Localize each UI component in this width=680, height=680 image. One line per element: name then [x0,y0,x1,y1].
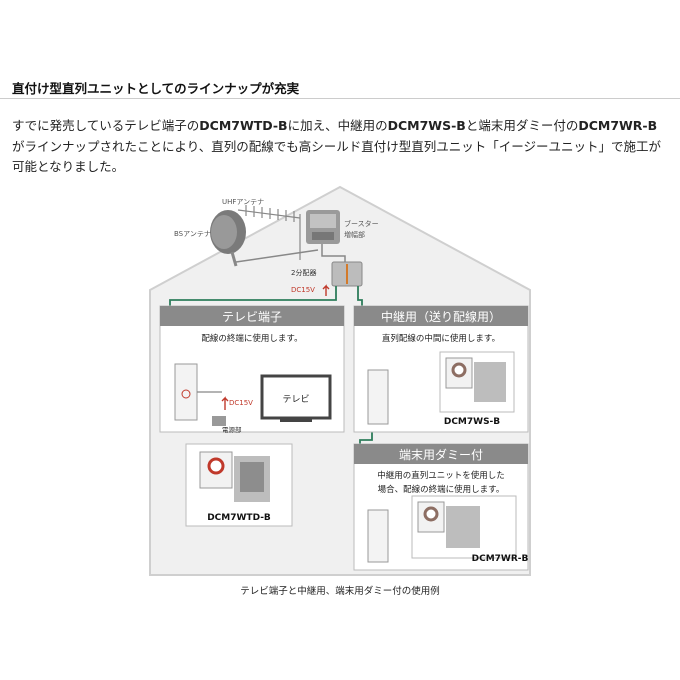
bs-antenna-label: BSアンテナ [174,230,211,238]
dc15v-top-label: DC15V [291,286,315,294]
terminal-desc-2: 場合、配線の終端に使用します。 [378,484,505,495]
dcm7wtd-b-model-label: DCM7WTD-B [207,513,271,523]
relay-title: 中継用（送り配線用） [381,309,501,324]
terminal-title: 端末用ダミー付 [399,447,483,462]
tv-terminal-title: テレビ端子 [222,310,282,324]
wall-outlet-icon [175,364,197,420]
relay-outlet-icon [368,370,388,424]
dcm7wr-b-model-label: DCM7WR-B [472,554,529,564]
terminal-outlet-icon [368,510,388,562]
power-unit-icon [212,416,226,426]
tv-label: テレビ [282,394,309,405]
tv-terminal-desc: 配線の終端に使用します。 [201,333,302,344]
splitter-label: 2分配器 [291,268,316,277]
uhf-antenna-label: UHFアンテナ [222,198,264,206]
dcm7ws-b-model-label: DCM7WS-B [444,417,500,427]
relay-desc: 直列配線の中間に使用します。 [382,333,500,344]
splitter-icon [332,262,362,286]
power-unit-label: 電源部 [222,425,242,434]
booster-label-2: 増幅部 [344,230,365,239]
dcm7ws-b-icon [440,352,514,412]
booster-icon [306,210,340,244]
terminal-desc-1: 中継用の直列ユニットを使用した [377,470,505,481]
diagram-caption: テレビ端子と中継用、端末用ダミー付の使用例 [0,583,680,597]
dc15v-tv-label: DC15V [229,399,253,407]
dcm7wr-b-icon [412,496,516,558]
booster-label-1: ブースター [344,219,379,228]
